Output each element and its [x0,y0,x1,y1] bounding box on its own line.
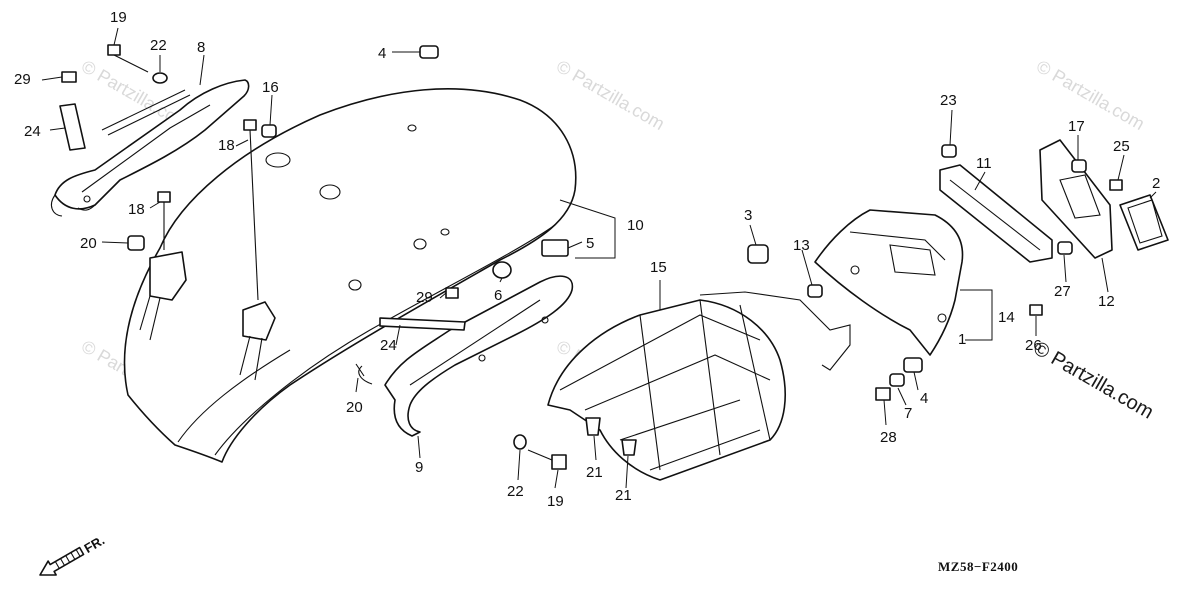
fender-rail-left [50,79,250,217]
callout-28: 28 [880,429,897,446]
watermark: © Partzilla.com [553,56,668,134]
callout-19: 19 [110,9,127,26]
callout-25: 25 [1113,138,1130,155]
callout-10: 10 [627,217,644,234]
watermark: © Partzilla.com [1033,56,1148,134]
rear-fender [123,88,577,463]
callout-21: 21 [615,487,632,504]
callout-labels: 19 22 8 29 24 16 18 18 20 4 10 5 6 29 24… [14,9,1160,510]
callout-7: 7 [904,405,912,422]
callout-19: 19 [547,493,564,510]
callout-1: 1 [958,331,966,348]
callout-3: 3 [744,207,752,224]
callout-13: 13 [793,237,810,254]
leader-lines [41,27,1157,489]
callout-24: 24 [380,337,397,354]
brand-mark: © Partzilla.com [1030,337,1158,423]
callout-22: 22 [150,37,167,54]
callout-16: 16 [262,79,279,96]
callout-12: 12 [1098,293,1115,310]
callout-29: 29 [14,71,31,88]
callout-20: 20 [346,399,363,416]
callout-11: 11 [976,155,992,172]
callout-18: 18 [218,137,235,154]
callout-18: 18 [128,201,145,218]
inner-fender [547,291,851,481]
callout-20: 20 [80,235,97,252]
callout-27: 27 [1054,283,1071,300]
callout-22: 22 [507,483,524,500]
callout-21: 21 [586,464,603,481]
front-direction-arrow: FR. [39,532,108,576]
front-label: FR. [82,532,108,555]
callout-5: 5 [586,235,594,252]
license-bracket [939,139,1169,263]
callout-6: 6 [494,287,502,304]
callout-4: 4 [920,390,928,407]
callout-26: 26 [1025,337,1042,354]
callout-24: 24 [24,123,41,140]
diagram-code: MZ58−F2400 [938,559,1018,574]
callout-2: 2 [1152,175,1160,192]
callout-4: 4 [378,45,386,62]
callout-17: 17 [1068,118,1085,135]
stay-bars [59,103,466,331]
callout-8: 8 [197,39,205,56]
tail-housing [814,209,964,356]
callout-29: 29 [416,289,433,306]
callout-14: 14 [998,309,1015,326]
callout-9: 9 [415,459,423,476]
callout-23: 23 [940,92,957,109]
callout-15: 15 [650,259,667,276]
